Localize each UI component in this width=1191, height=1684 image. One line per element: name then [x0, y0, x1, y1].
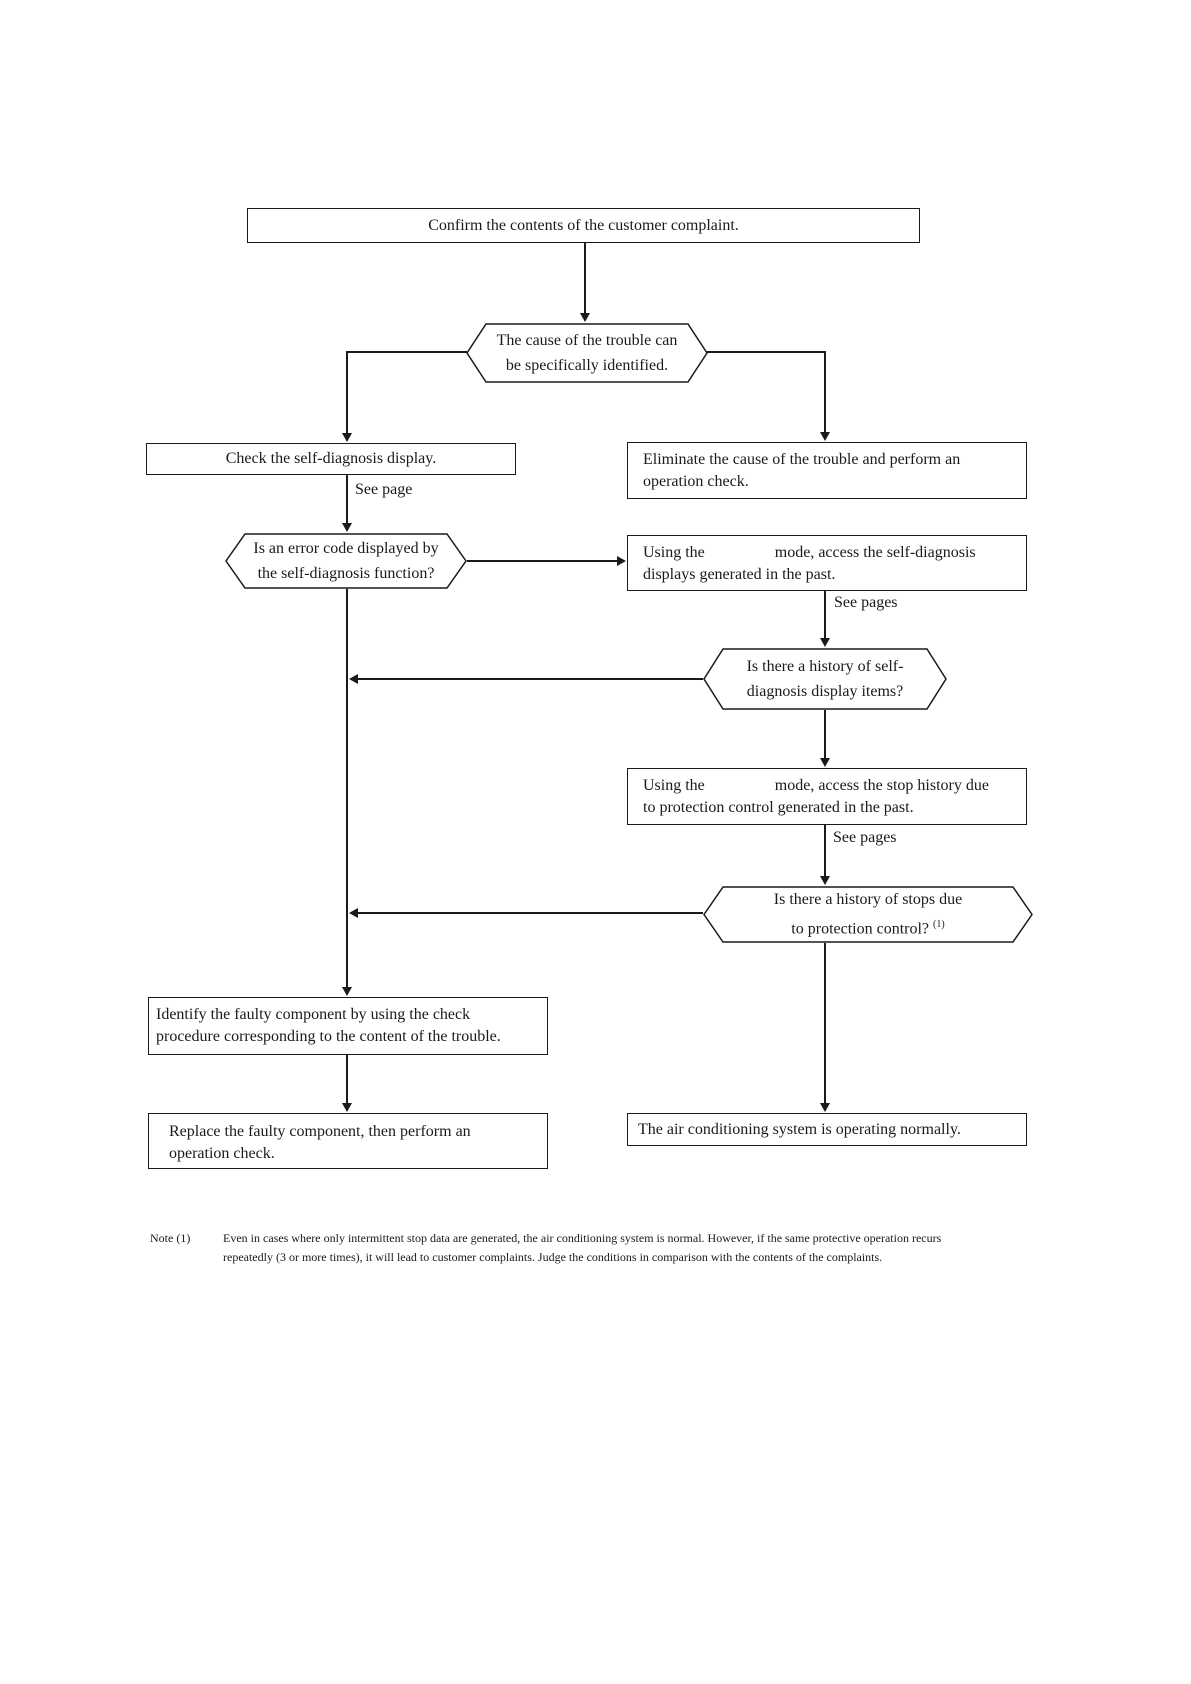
node-eliminate-cause-line1: Eliminate the cause of the trouble and p…: [643, 451, 961, 468]
decision-history-stops: Is there a history of stops due to prote…: [703, 886, 1033, 943]
decision-cause-identified-line1: The cause of the trouble can: [496, 332, 678, 349]
hexagon-shape: [703, 886, 1033, 943]
arrowhead: [820, 758, 830, 767]
decision-history-stops-line2-text: to protection control?: [791, 920, 930, 938]
arrowhead: [820, 638, 830, 647]
connector-cause-left-horizontal: [347, 351, 467, 353]
node-replace-faulty-component-line1: Replace the faulty component, then perfo…: [169, 1123, 471, 1140]
connector-checkdisplay-to-errorcode: [346, 475, 348, 525]
edge-label-see-pages-2: See pages: [833, 829, 897, 846]
connector-cause-right-horizontal: [707, 351, 825, 353]
connector-identify-to-replace: [346, 1055, 348, 1105]
connector-historyselfdiag-merge-left: [356, 678, 703, 680]
mode-text-suffix: mode, access the stop history due: [774, 777, 989, 794]
arrowhead: [617, 556, 626, 566]
connector-historystops-merge-left: [356, 912, 703, 914]
decision-history-self-diagnosis: Is there a history of self- diagnosis di…: [703, 648, 947, 710]
node-access-self-diagnosis-history-line1: Using the mode, access the self-diagnosis: [643, 542, 1016, 564]
arrowhead: [342, 433, 352, 442]
node-system-normal-text: The air conditioning system is operating…: [638, 1120, 961, 1138]
note-reference-superscript: (1): [933, 919, 945, 931]
node-system-normal: The air conditioning system is operating…: [627, 1113, 1027, 1146]
footnote: Note (1) Even in cases where only interm…: [150, 1229, 941, 1267]
decision-history-self-diagnosis-line2: diagnosis display items?: [746, 683, 904, 700]
connector-cause-left-vertical: [346, 351, 348, 435]
decision-error-code-displayed: Is an error code displayed by the self-d…: [225, 533, 467, 589]
arrowhead: [580, 313, 590, 322]
node-access-self-diagnosis-history-line2: displays generated in the past.: [643, 566, 836, 583]
node-check-self-diagnosis-display-text: Check the self-diagnosis display.: [225, 450, 437, 467]
mode-text-prefix: Using the: [643, 777, 705, 794]
connector-cause-right-vertical: [824, 351, 826, 434]
node-confirm-complaint: Confirm the contents of the customer com…: [247, 208, 920, 243]
hexagon-shape: [466, 323, 708, 383]
node-replace-faulty-component: Replace the faulty component, then perfo…: [148, 1113, 548, 1169]
decision-history-stops-line1: Is there a history of stops due: [773, 891, 963, 909]
arrowhead: [349, 908, 358, 918]
edge-label-see-pages-1: See pages: [834, 594, 898, 611]
decision-history-stops-line2: to protection control?(1): [791, 912, 944, 941]
connector-historystops-to-normal: [824, 943, 826, 1105]
connector-errorcode-to-accessselfdiag: [467, 560, 618, 562]
connector-historyselfdiag-to-accessstop: [824, 710, 826, 760]
arrowhead: [342, 1103, 352, 1112]
node-eliminate-cause-line2: operation check.: [643, 473, 749, 490]
connector-confirm-to-cause: [584, 243, 586, 315]
arrowhead: [820, 876, 830, 885]
hexagon-shape: [225, 533, 467, 589]
node-eliminate-cause: Eliminate the cause of the trouble and p…: [627, 442, 1027, 499]
node-replace-faulty-component-line2: operation check.: [169, 1145, 275, 1162]
node-confirm-complaint-text: Confirm the contents of the customer com…: [428, 216, 739, 234]
node-identify-faulty-component-line1: Identify the faulty component by using t…: [156, 1006, 471, 1023]
hexagon-shape: [703, 648, 947, 710]
connector-left-spine: [346, 589, 348, 989]
arrowhead: [820, 1103, 830, 1112]
node-identify-faulty-component: Identify the faulty component by using t…: [148, 997, 548, 1055]
node-access-stop-history-line2: to protection control generated in the p…: [643, 799, 914, 816]
footnote-line2: repeatedly (3 or more times), it will le…: [223, 1250, 883, 1264]
footnote-body: Even in cases where only intermittent st…: [223, 1229, 941, 1267]
decision-cause-identified: The cause of the trouble can be specific…: [466, 323, 708, 383]
arrowhead: [349, 674, 358, 684]
node-access-stop-history: Using the mode, access the stop history d…: [627, 768, 1027, 825]
node-access-stop-history-line1: Using the mode, access the stop history d…: [643, 775, 1016, 797]
decision-error-code-line2: the self-diagnosis function?: [257, 565, 435, 582]
decision-cause-identified-line2: be specifically identified.: [505, 357, 669, 374]
connector-accessstop-to-historystops: [824, 825, 826, 878]
arrowhead: [342, 523, 352, 532]
footnote-label: Note (1): [150, 1231, 191, 1245]
edge-label-see-page: See page: [355, 481, 413, 498]
decision-error-code-line1: Is an error code displayed by: [253, 540, 439, 557]
mode-text-prefix: Using the: [643, 544, 705, 561]
node-identify-faulty-component-line2: procedure corresponding to the content o…: [156, 1028, 501, 1045]
node-access-self-diagnosis-history: Using the mode, access the self-diagnosis…: [627, 535, 1027, 591]
node-check-self-diagnosis-display: Check the self-diagnosis display.: [146, 443, 516, 475]
arrowhead: [342, 987, 352, 996]
arrowhead: [820, 432, 830, 441]
footnote-line1: Even in cases where only intermittent st…: [223, 1231, 942, 1245]
connector-accessselfdiag-to-history: [824, 591, 826, 640]
decision-history-self-diagnosis-line1: Is there a history of self-: [746, 658, 904, 675]
mode-text-suffix: mode, access the self-diagnosis: [774, 544, 976, 561]
